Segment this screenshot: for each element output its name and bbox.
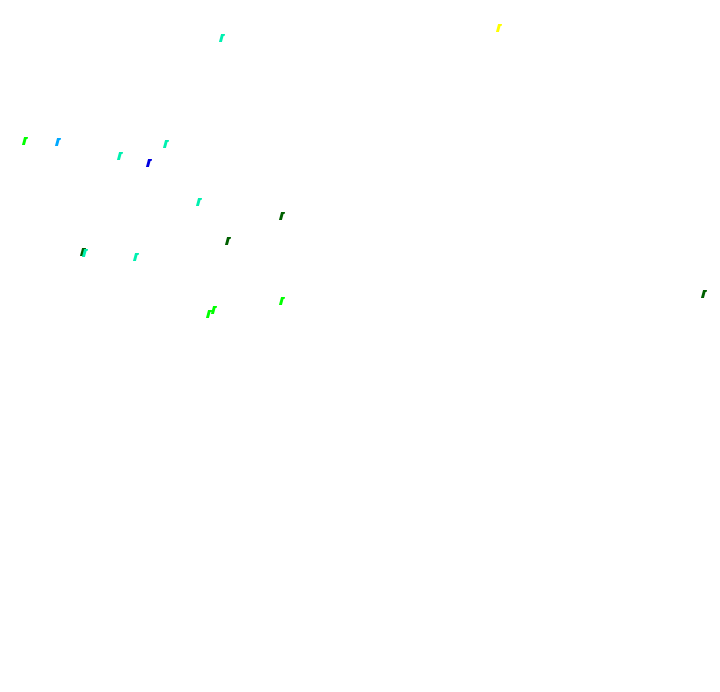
- mark: [54, 138, 61, 146]
- mark: [145, 159, 152, 167]
- mark: [278, 297, 285, 305]
- mark: [116, 152, 123, 160]
- mark: [700, 290, 707, 298]
- mark: [224, 237, 231, 245]
- mark: [81, 249, 88, 257]
- mark: [132, 253, 139, 261]
- mark: [278, 212, 285, 220]
- mark: [495, 24, 502, 32]
- mark: [195, 198, 202, 206]
- mark: [21, 137, 28, 145]
- mark: [162, 140, 169, 148]
- mark: [218, 34, 225, 42]
- mark: [205, 310, 212, 318]
